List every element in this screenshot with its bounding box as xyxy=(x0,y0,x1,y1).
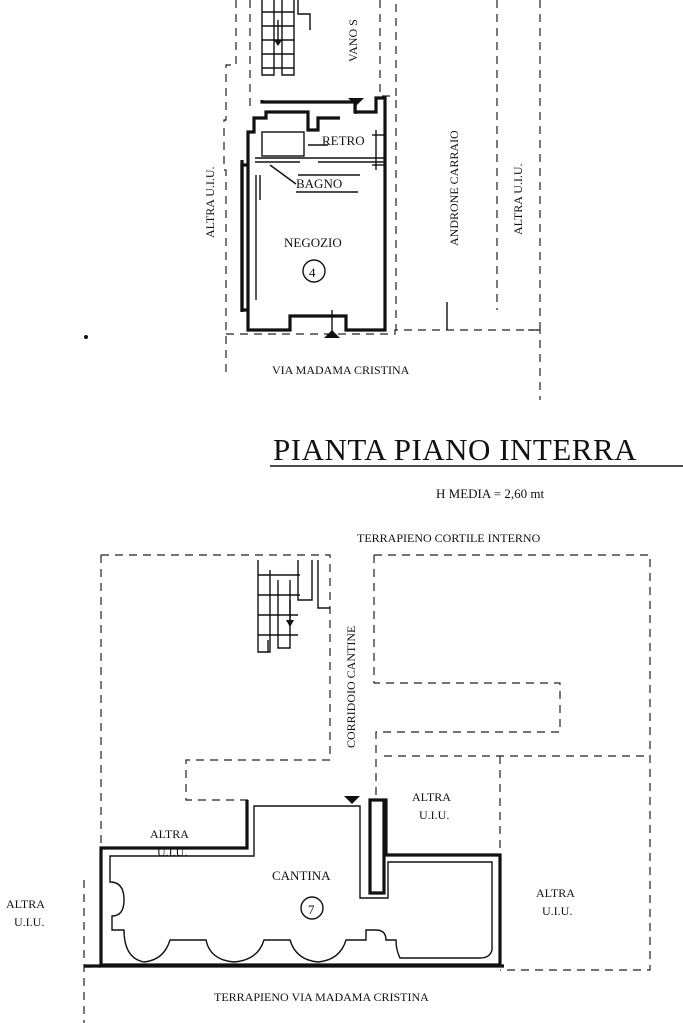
androne-carraio-label: ANDRONE CARRAIO xyxy=(447,130,461,246)
altra-uiu-left-label-2: U.I.U. xyxy=(157,845,187,859)
cantina-outline xyxy=(99,798,502,967)
negozio-label: NEGOZIO xyxy=(284,235,342,250)
negozio-number-circle xyxy=(302,259,326,283)
negozio-outline xyxy=(240,96,387,332)
altra-uiu-right-label: ALTRA U.I.U. xyxy=(511,163,525,235)
street-label: VIA MADAMA CRISTINA xyxy=(272,363,410,377)
altra-uiu-left-label-1: ALTRA xyxy=(150,827,189,841)
entrance-marker-top xyxy=(348,98,364,106)
basement-left-boundary xyxy=(101,554,331,801)
bathroom-fixture xyxy=(261,131,305,157)
altra-uiu-far-left-label-1: ALTRA xyxy=(6,897,45,911)
cantina-label: CANTINA xyxy=(272,868,331,883)
altra-uiu-center-label-1: ALTRA xyxy=(412,790,451,804)
retro-label: RETRO xyxy=(322,133,365,148)
stair-right-line xyxy=(379,0,397,97)
vano-scala-label: VANO S xyxy=(346,19,360,62)
entrance-marker-bottom xyxy=(324,330,340,338)
cantina-inner-outline xyxy=(109,805,493,963)
street-front-line xyxy=(226,329,540,335)
altra-uiu-right-label-1: ALTRA xyxy=(536,886,575,900)
basement-plan-title: PIANTA PIANO INTERRA xyxy=(273,432,637,467)
altra-uiu-far-left-label-2: U.I.U. xyxy=(14,915,44,929)
height-note: H MEDIA = 2,60 mt xyxy=(436,486,544,501)
terrapieno-cortile-label: TERRAPIENO CORTILE INTERNO xyxy=(357,531,541,545)
bagno-label: BAGNO xyxy=(296,176,342,191)
basement-stair-symbol xyxy=(257,560,330,653)
right-boundary-line xyxy=(528,0,541,400)
altra-uiu-right-label-2: U.I.U. xyxy=(542,904,572,918)
courtyard-unit-line xyxy=(373,555,561,800)
basement-plan: TERRAPIENO CORTILE INTERNO CORRIDOIO CAN… xyxy=(6,531,651,1023)
negozio-number: 4 xyxy=(309,265,316,280)
cantina-number: 7 xyxy=(308,902,315,917)
altra-uiu-center-label-2: U.I.U. xyxy=(419,808,449,822)
terrapieno-street-label: TERRAPIENO VIA MADAMA CRISTINA xyxy=(214,990,429,1004)
cantina-entrance-marker xyxy=(344,796,360,804)
left-boundary-line xyxy=(223,0,237,378)
cantina-number-circle xyxy=(300,896,324,920)
ground-floor-plan: VANO S RETRO BAGNO NEGOZIO 4 ALTRA U.I.U… xyxy=(203,0,541,400)
corridor-right-line xyxy=(374,554,651,971)
stray-mark xyxy=(84,335,88,339)
corridoio-cantine-label: CORRIDOIO CANTINE xyxy=(344,626,358,748)
stair-symbol xyxy=(261,0,311,76)
altra-uiu-left-label: ALTRA U.I.U. xyxy=(203,166,217,238)
